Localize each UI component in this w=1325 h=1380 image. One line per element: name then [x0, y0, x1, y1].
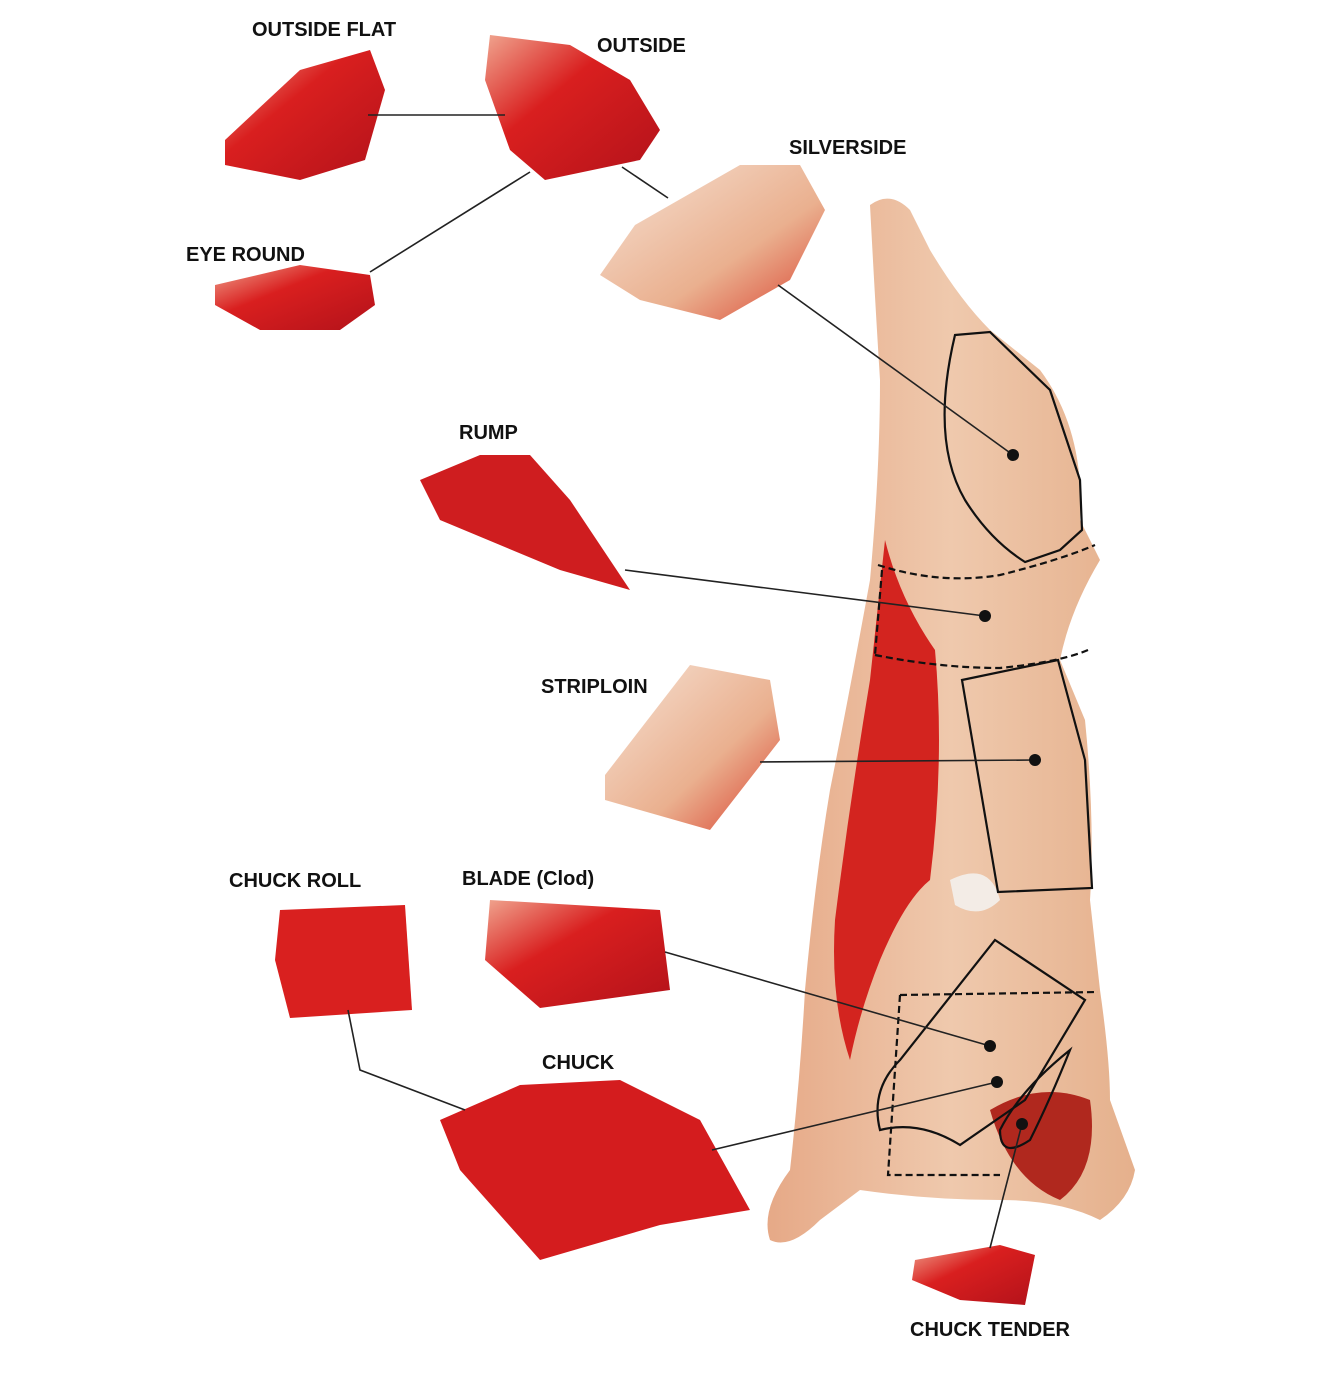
chuck-roll-cut-image	[275, 905, 412, 1018]
carcass-red-muscle	[834, 540, 939, 1060]
chuck-tender-cut-image	[912, 1245, 1035, 1305]
rump-lower-cut-line	[874, 648, 1089, 670]
carcass-chuck-region	[990, 1092, 1092, 1200]
label-striploin: STRIPLOIN	[541, 676, 648, 698]
label-rump: RUMP	[459, 422, 518, 444]
label-outside-flat: OUTSIDE FLAT	[252, 19, 396, 41]
label-outside: OUTSIDE	[597, 35, 686, 57]
chuck-cut-image	[440, 1080, 750, 1260]
label-chuck: CHUCK	[542, 1052, 615, 1074]
chuck-tender-outline	[998, 1046, 1073, 1150]
rump-cut-image	[420, 455, 630, 590]
striploin-outline	[960, 658, 1094, 894]
silverside-outline	[943, 330, 1084, 564]
leader-lines	[347, 114, 1036, 1249]
chuck-upper-cut-line	[899, 990, 1099, 997]
striploin-cut-image	[605, 665, 780, 830]
eye-round-cut-image	[215, 265, 375, 330]
silverside-cut-image	[600, 165, 825, 320]
outside-cut-image	[485, 35, 660, 180]
label-eye-round: EYE ROUND	[186, 244, 305, 266]
label-blade: BLADE (Clod)	[462, 868, 594, 890]
label-chuck-tender: CHUCK TENDER	[910, 1319, 1071, 1341]
rump-side-line	[873, 569, 884, 656]
label-chuck-roll: CHUCK ROLL	[229, 870, 361, 892]
chuck-side-line	[886, 994, 1000, 1177]
cut-markers	[979, 449, 1041, 1130]
outside-flat-cut-image	[225, 50, 385, 180]
blade-cut-image	[485, 900, 670, 1008]
carcass-fat-patch	[950, 873, 1000, 912]
carcass	[767, 198, 1135, 1243]
blade-outline	[876, 938, 1087, 1147]
rump-upper-cut-line	[877, 543, 1096, 580]
label-silverside: SILVERSIDE	[789, 137, 906, 159]
